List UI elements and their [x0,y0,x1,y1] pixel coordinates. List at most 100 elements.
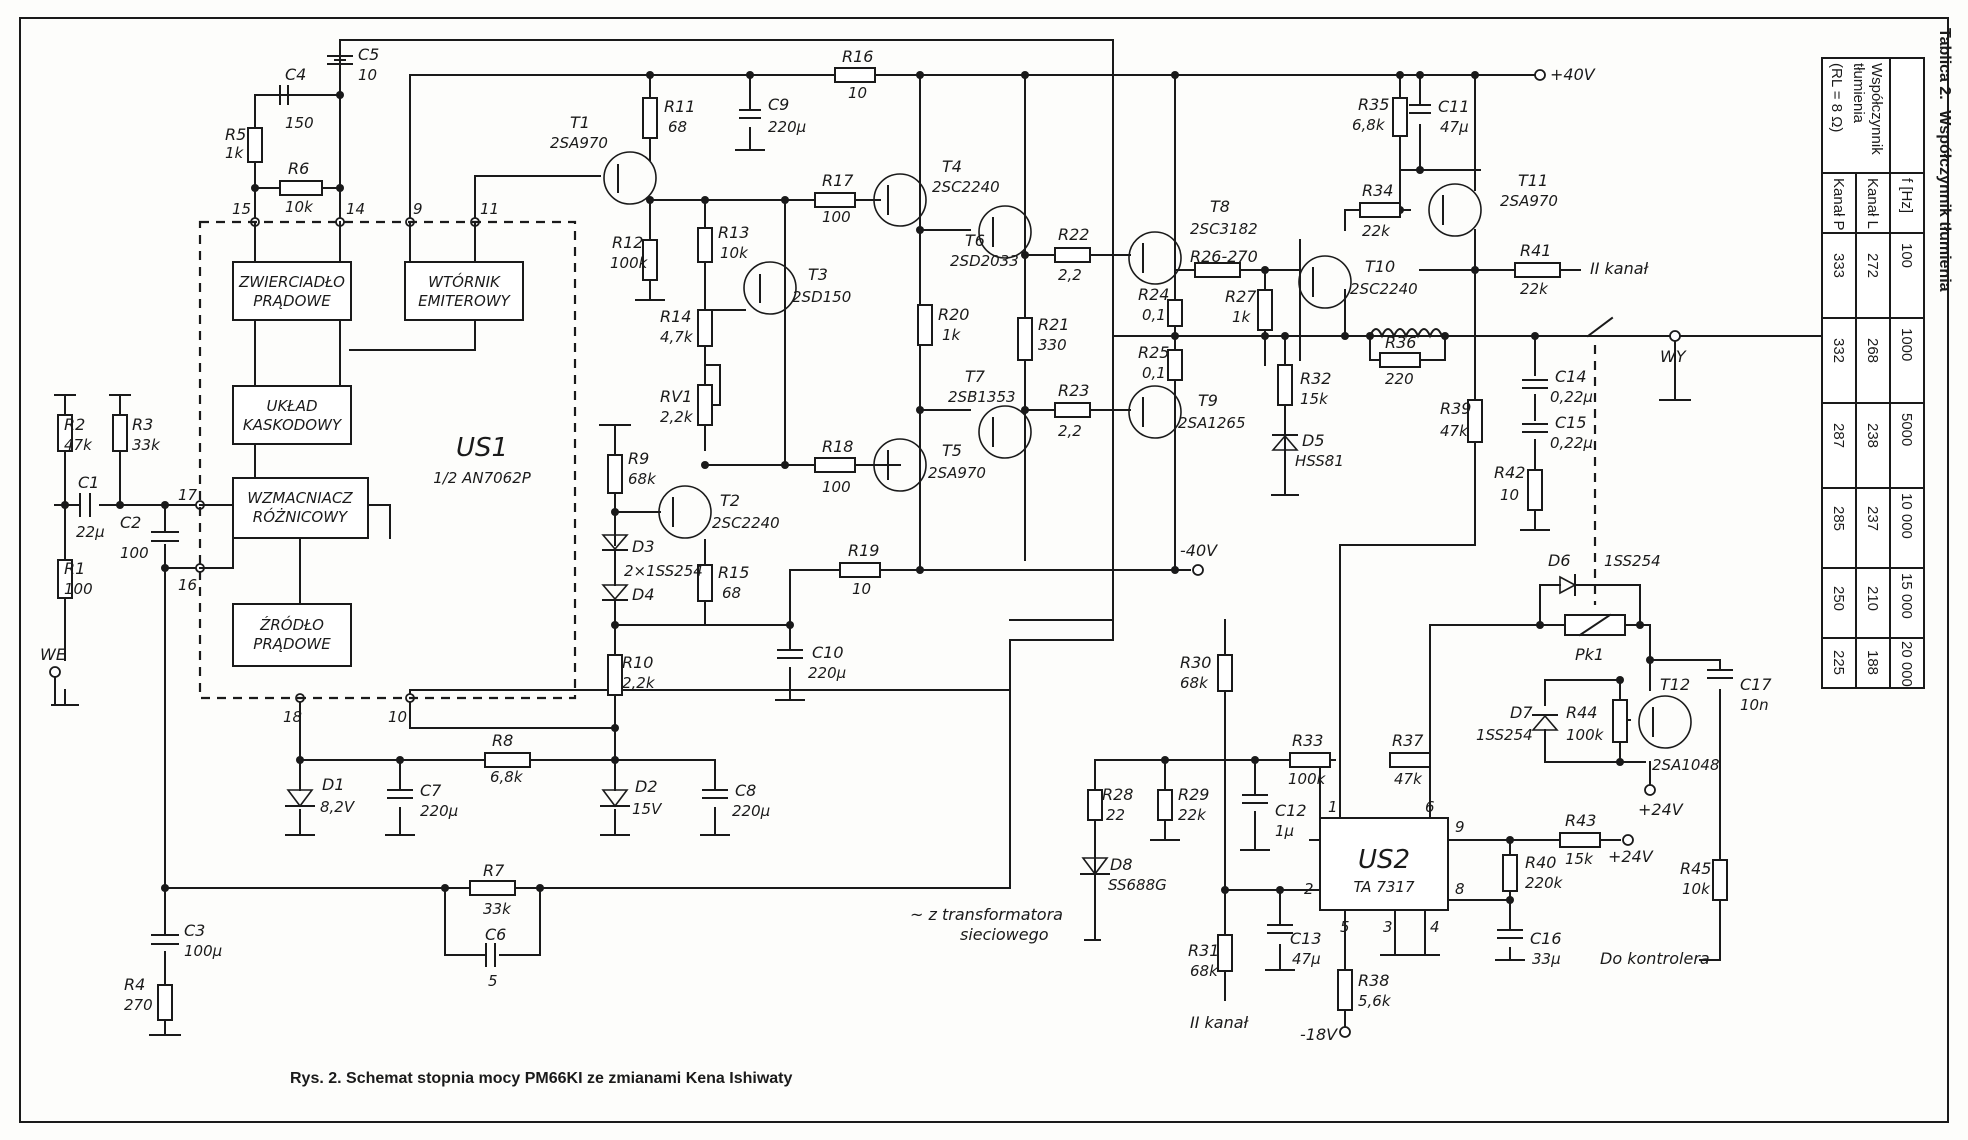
damping-table: Tablica 2. Współczynnik tłumienia f [Hz]… [1821,28,1953,689]
label-r42: R42 [1494,463,1525,482]
value-t10: 2SC2240 [1350,280,1418,298]
table-header-1000: 1000 [1898,328,1915,361]
block-label-uklad: UKŁAD [266,397,317,415]
value-r39: 47k [1440,422,1469,440]
value-r40: 220k [1525,874,1564,892]
label-d1: D1 [322,775,345,794]
block-label-pradowe: PRĄDOWE [253,292,331,310]
value-t7: 2SB1353 [948,388,1016,406]
label-t7: T7 [965,367,986,386]
label-d7: D7 [1510,703,1533,722]
value-r7: 33k [483,900,512,918]
block-label-zrodlo: ŹRÓDŁO [259,615,324,634]
table-kanal-l-1000: 268 [1864,338,1881,363]
value-r13: 10k [720,244,749,262]
label-c9: C9 [768,95,789,114]
label-r10: R10 [622,653,653,672]
label-r6: R6 [288,159,309,178]
us2-pin-6: 6 [1425,798,1435,816]
value-rv1: 2,2k [660,408,694,426]
label-c4: C4 [285,65,306,84]
value-c4: 150 [285,114,314,132]
us2-pin-8: 8 [1455,880,1465,898]
label-t12: T12 [1660,675,1690,694]
table-kanal-l-10000: 237 [1864,506,1881,531]
value-c10: 220µ [808,664,846,682]
value-r18: 100 [822,478,851,496]
label-c6: C6 [485,925,506,944]
label-c10: C10 [812,643,844,662]
label-r34: R34 [1362,181,1393,200]
value-t3: 2SD150 [792,288,851,306]
value-t1: 2SA970 [550,134,608,152]
output-terminal-label: WY [1660,347,1687,366]
label-t11: T11 [1518,171,1548,190]
table-header-5000: 5000 [1898,413,1915,446]
value-c15: 0,22µ [1550,434,1593,452]
label-r43: R43 [1565,811,1596,830]
label-r11: R11 [664,97,695,116]
value-r33: 100k [1288,770,1327,788]
label-t1: T1 [570,113,590,132]
pin-17: 17 [178,486,198,504]
label-r31: R31 [1188,941,1219,960]
us1-type: 1/2 AN7062P [433,469,532,487]
value-r30: 68k [1180,674,1209,692]
value-r42: 10 [1500,486,1519,504]
transformer-label: ~ z transformatora [910,905,1063,924]
label-r27: R27 [1225,287,1257,306]
input-terminal-label: WE [40,645,67,664]
value-d7: 1SS254 [1476,726,1533,744]
value-r44: 100k [1566,726,1605,744]
value-t12: 2SA1048 [1652,756,1720,774]
us2-pin-1: 1 [1328,798,1338,816]
label-r24: R24 [1138,285,1169,304]
value-c1: 22µ [76,523,105,541]
value-c12: 1µ [1275,822,1294,840]
value-r36: 220 [1385,370,1414,388]
current-mirror-block [232,261,352,321]
value-r6: 10k [285,198,314,216]
us1-labels: ZWIERCIADŁO PRĄDOWE WTÓRNIK EMITEROWY UK… [178,200,532,726]
table-row-label-1: Współczynnik [1868,63,1885,155]
label-t8: T8 [1210,197,1230,216]
table-kanal-p-10000: 285 [1830,506,1847,531]
label-r32: R32 [1300,369,1331,388]
label-rv1: RV1 [660,387,692,406]
value-r8: 6,8k [490,768,524,786]
value-r43: 15k [1565,850,1594,868]
label-r15: R15 [718,563,749,582]
table-title-prefix: Tablica 2. [1936,28,1953,100]
us2-block [1309,817,1449,911]
label-c17: C17 [1740,675,1772,694]
block-label-wzmacniacz: WZMACNIACZ [247,489,353,507]
label-r16: R16 [842,47,873,66]
pin-15: 15 [232,200,251,218]
label-r35: R35 [1358,95,1389,114]
value-r2: 47k [64,436,93,454]
label-r20: R20 [938,305,969,324]
label-r23: R23 [1058,381,1089,400]
value-d6: 1SS254 [1604,552,1661,570]
table-header-10000: 10 000 [1898,493,1915,539]
label-t2: T2 [720,491,740,510]
table-kanal-p-100: 333 [1830,253,1847,278]
block-label-pradowe-2: PRĄDOWE [253,635,331,653]
pin-11: 11 [480,200,499,218]
table-kanal-p-15000: 250 [1830,586,1847,611]
label-r2: R2 [64,415,85,434]
junctions [61,71,1654,904]
value-r9: 68k [628,470,657,488]
label-r7: R7 [483,861,505,880]
channel-2-label-b: II kanał [1190,1013,1250,1032]
label-r12: R12 [612,233,643,252]
label-r36: R36 [1385,333,1416,352]
label-2x1ss254: 2×1SS254 [624,562,703,580]
label-r9: R9 [628,449,649,468]
value-t6: 2SD2033 [950,252,1019,270]
us2-labels: US2 TA 7317 1 6 9 8 2 5 3 4 [1304,798,1465,936]
pin-10: 10 [388,708,407,726]
label-r33: R33 [1292,731,1323,750]
